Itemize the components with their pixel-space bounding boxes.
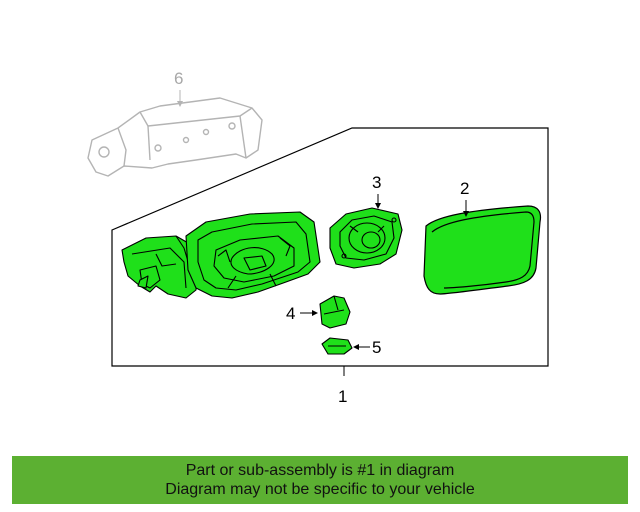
callout-4: 4 <box>286 304 295 323</box>
banner-line-2: Diagram may not be specific to your vehi… <box>165 481 475 498</box>
assembly-frame <box>111 127 549 367</box>
parts-diagram: 6 3 2 <box>87 69 549 406</box>
part-5-puddle-lamp <box>321 337 353 355</box>
part-6-bracket <box>87 97 263 177</box>
callout-2: 2 <box>460 179 469 198</box>
banner-line-1: Part or sub-assembly is #1 in diagram <box>185 462 455 479</box>
part-3-motor <box>329 207 403 269</box>
callout-6: 6 <box>174 69 183 88</box>
part-4-signal-lamp <box>319 295 351 329</box>
callout-1: 1 <box>338 387 347 406</box>
mirror-shell <box>185 211 321 299</box>
callout-2-arrowhead <box>463 211 469 217</box>
info-banner: Part or sub-assembly is #1 in diagram Di… <box>12 456 628 504</box>
part-2-mirror-glass <box>423 205 542 295</box>
callout-4-arrowhead <box>312 310 318 316</box>
callout-3: 3 <box>372 173 381 192</box>
callout-5: 5 <box>372 338 381 357</box>
callout-6-arrowhead <box>177 101 183 107</box>
callout-3-arrowhead <box>375 203 381 209</box>
callout-5-arrowhead <box>353 344 359 350</box>
